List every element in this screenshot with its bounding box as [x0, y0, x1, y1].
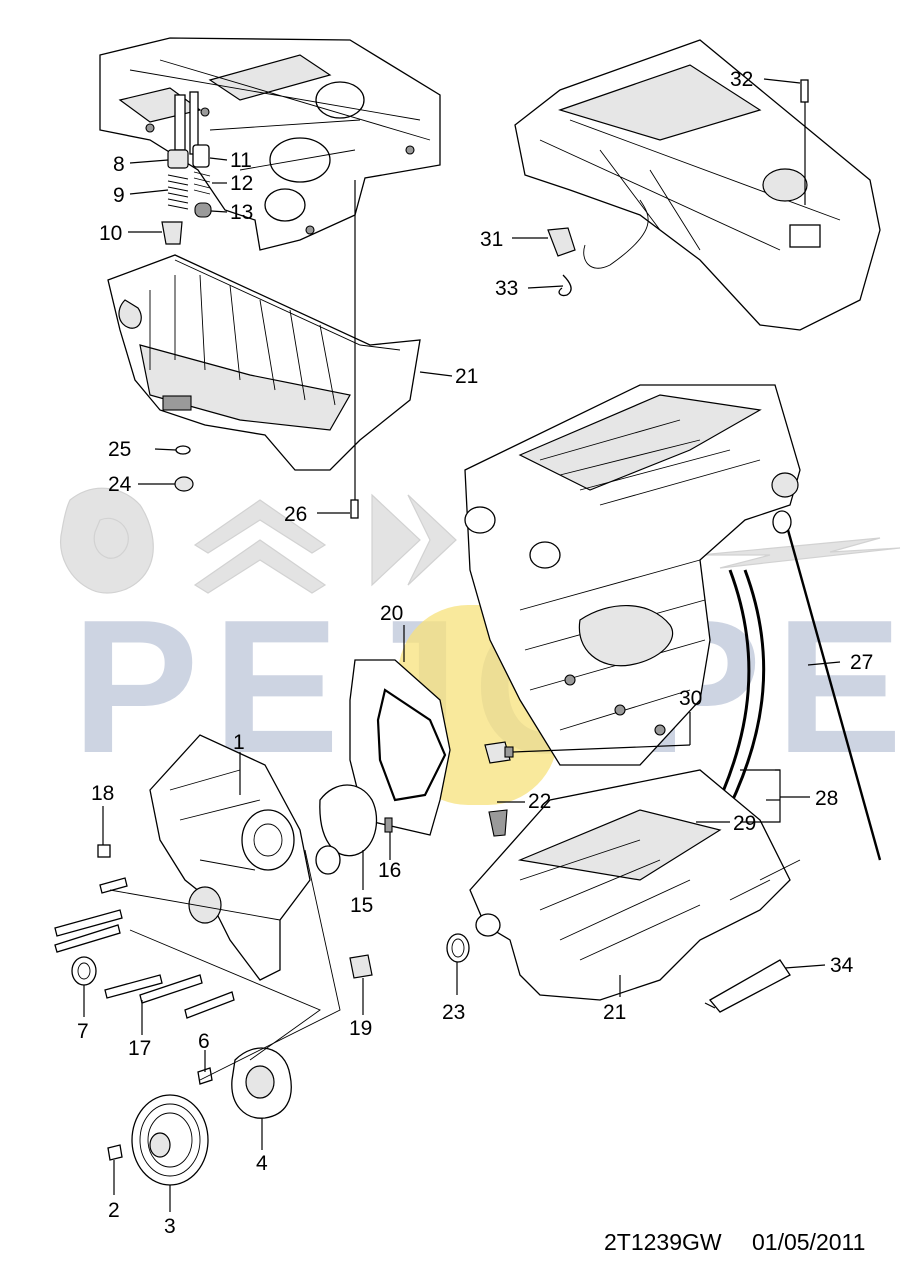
thermostat-housing-15	[315, 784, 393, 875]
oil-pan-lower	[469, 769, 801, 1001]
callout-21-lower: 21	[603, 1001, 626, 1024]
callout-18: 18	[91, 782, 114, 805]
callout-21-upper: 21	[455, 365, 478, 388]
opel-blitz-logo	[699, 537, 901, 569]
valve-guide-rod	[174, 94, 186, 151]
bolt-6	[197, 1067, 213, 1085]
bolt-17c	[184, 991, 235, 1019]
diagram-reference: 2T1239GW 01/05/2011	[604, 1229, 865, 1255]
callout-20: 20	[380, 602, 403, 625]
clip-31	[547, 227, 576, 257]
callout-17: 17	[128, 1037, 151, 1060]
peugeot-lion-logo	[60, 487, 154, 594]
ring-33	[558, 274, 572, 297]
seat-13	[194, 202, 212, 218]
bolt-32	[800, 79, 809, 103]
seal-7	[71, 956, 97, 986]
bolt-2	[107, 1144, 123, 1161]
long-bolt-b	[54, 924, 121, 953]
callout-8: 8	[113, 153, 125, 176]
oil-pan-upper-right	[514, 39, 881, 331]
dipstick-27	[772, 510, 882, 861]
oil-pan-label-plate	[162, 395, 192, 411]
callout-32: 32	[730, 68, 753, 91]
drain-plug-parts	[174, 180, 359, 519]
spring-12	[193, 171, 211, 195]
callout-10: 10	[99, 222, 122, 245]
sealant-tube-34	[704, 959, 791, 1013]
callout-6: 6	[198, 1030, 210, 1053]
cover-gasket-20	[349, 659, 451, 836]
oil-pan-upper-left	[107, 254, 421, 471]
callout-7: 7	[77, 1020, 89, 1043]
callout-3: 3	[164, 1215, 176, 1238]
callout-11: 11	[230, 149, 252, 172]
bolt-18	[97, 844, 111, 858]
relief-valve-parts	[161, 91, 212, 245]
callout-24: 24	[108, 473, 132, 496]
callout-13: 13	[230, 201, 253, 224]
washer-25	[175, 445, 191, 455]
citroen-chevron-logo	[193, 499, 327, 594]
short-bolt	[99, 877, 128, 894]
pulley-3	[131, 1094, 209, 1186]
callout-29: 29	[733, 812, 756, 835]
callout-labels: 8 9 10 11 12 13 21 25 24 26 32 31 33 20 …	[77, 68, 873, 1238]
callout-16: 16	[378, 859, 401, 882]
sensor-22	[488, 809, 508, 837]
drain-plug-24	[174, 476, 194, 492]
valve-10	[161, 221, 183, 245]
bolt-16	[384, 817, 393, 833]
engine-assembly	[464, 384, 801, 766]
water-pump-and-pulley	[107, 1047, 292, 1186]
bolt-17b	[139, 974, 203, 1004]
callout-33: 33	[495, 277, 518, 300]
callout-26: 26	[284, 503, 307, 526]
bolt-17a	[104, 974, 163, 999]
leader-lines	[83, 78, 841, 1212]
callout-25: 25	[108, 438, 131, 461]
plug-19	[349, 954, 373, 979]
sump-boss	[789, 224, 821, 248]
reference-date: 01/05/2011	[752, 1229, 865, 1255]
callout-27: 27	[850, 651, 873, 674]
reference-code: 2T1239GW	[604, 1229, 722, 1255]
callout-19: 19	[349, 1017, 372, 1040]
seal-23	[446, 933, 470, 963]
spring-9	[167, 174, 189, 210]
long-bolt-a	[54, 909, 123, 937]
ds-logo	[371, 493, 457, 587]
callout-2: 2	[108, 1199, 120, 1222]
callout-31: 31	[480, 228, 503, 251]
sleeve-11	[192, 144, 210, 168]
callout-30: 30	[679, 687, 702, 710]
callout-1: 1	[233, 731, 245, 754]
callout-34: 34	[830, 954, 854, 977]
callout-9: 9	[113, 184, 125, 207]
bolt-26	[350, 499, 359, 519]
front-cover-assembly	[149, 734, 311, 981]
cylinder-block-top	[99, 37, 441, 251]
callout-12: 12	[230, 172, 253, 195]
callout-22: 22	[528, 790, 551, 813]
callout-15: 15	[350, 894, 373, 917]
callout-23: 23	[442, 1001, 465, 1024]
callout-4: 4	[256, 1152, 268, 1175]
bolts-and-seals	[54, 844, 373, 1019]
callout-28: 28	[815, 787, 838, 810]
plug-8	[167, 149, 189, 169]
